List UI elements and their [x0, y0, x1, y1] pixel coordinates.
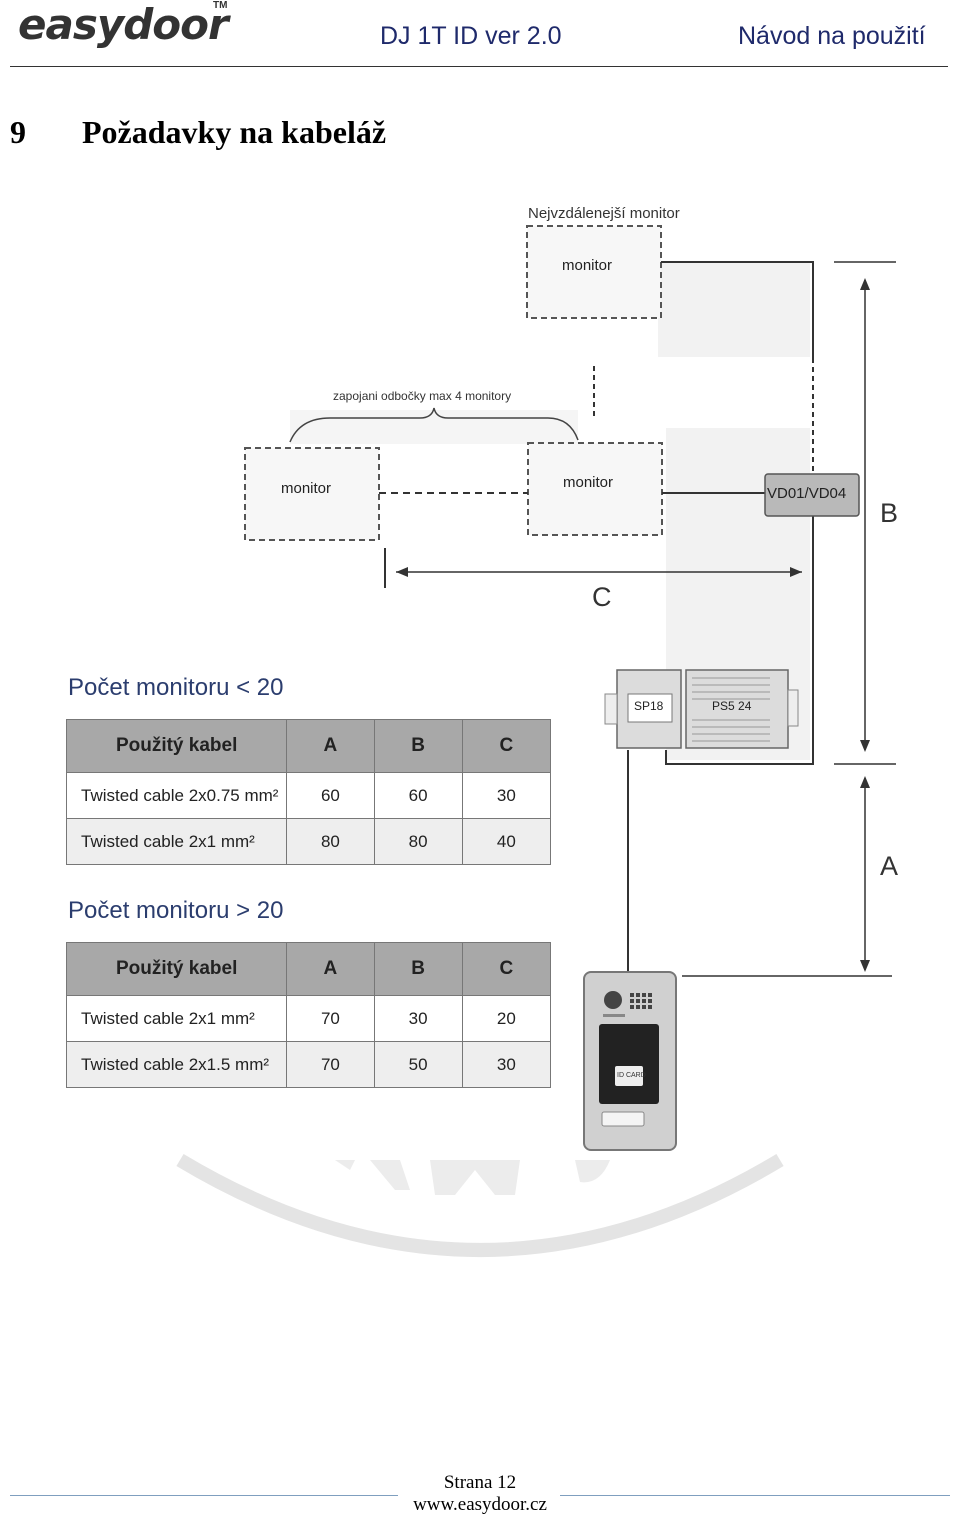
table-row: Twisted cable 2x0.75 mm² 60 60 30 [65, 772, 552, 819]
document-type: Návod na použití [738, 22, 926, 50]
door-panel-icon [583, 971, 677, 1151]
table-2-title: Počet monitoru > 20 [68, 897, 284, 924]
section-title: Požadavky na kabeláž [82, 114, 387, 150]
table-row: Twisted cable 2x1 mm² 80 80 40 [65, 818, 552, 865]
dimension-b-label: B [880, 498, 899, 528]
farthest-monitor-box [526, 225, 662, 319]
cell-b: 80 [373, 818, 463, 865]
cell-cable: Twisted cable 2x1 mm² [65, 818, 288, 865]
table-1-title: Počet monitoru < 20 [68, 674, 284, 701]
cable-table-under-20: Použitý kabel A B C Twisted cable 2x0.75… [65, 719, 552, 865]
watermark-arc [176, 1153, 784, 1257]
distributor-box [764, 473, 860, 517]
header-cable: Použitý kabel [65, 942, 288, 996]
cell-a: 80 [286, 818, 375, 865]
footer-line-left [10, 1495, 398, 1496]
cell-c: 30 [461, 772, 552, 819]
document-id: DJ 1T ID ver 2.0 [380, 22, 562, 50]
cell-a: 70 [286, 1041, 375, 1088]
cell-b: 60 [373, 772, 463, 819]
sp18-label: SP18 [634, 699, 664, 713]
cell-b: 50 [373, 1041, 463, 1088]
branch-monitor-box-right [527, 442, 663, 536]
header-a: A [286, 942, 375, 996]
cell-a: 60 [286, 772, 375, 819]
table-row: Twisted cable 2x1.5 mm² 70 50 30 [65, 1041, 552, 1088]
cell-b: 30 [373, 995, 463, 1042]
branch-monitor-left-text: monitor [281, 480, 332, 497]
branch-label: zapojani odbočky max 4 monitory [333, 389, 512, 403]
cell-cable: Twisted cable 2x1 mm² [65, 995, 288, 1042]
footer-line-right [560, 1495, 950, 1496]
cabling-diagram [176, 225, 896, 1257]
branch-monitor-right-text: monitor [563, 474, 614, 491]
ps524-label: PS5 24 [712, 699, 752, 713]
wire-distributor-power [665, 516, 814, 765]
website-link[interactable]: www.easydoor.cz [413, 1494, 547, 1515]
branch-label-bg [290, 410, 578, 444]
cell-c: 20 [461, 995, 552, 1042]
cell-c: 40 [461, 818, 552, 865]
header-a: A [286, 719, 375, 773]
watermark-letters [335, 1160, 610, 1195]
page-number: Strana 12 [443, 1472, 517, 1493]
farthest-monitor-label: Nejvzdálenejší monitor [528, 205, 680, 222]
section-heading: 9 Požadavky na kabeláž [10, 114, 386, 151]
cell-c: 30 [461, 1041, 552, 1088]
header-b: B [373, 942, 463, 996]
cable-table-over-20: Použitý kabel A B C Twisted cable 2x1 mm… [65, 942, 552, 1088]
branch-monitor-box-left [244, 447, 380, 541]
ps524-grille [692, 677, 770, 742]
header-c: C [461, 942, 552, 996]
table-row: Twisted cable 2x1 mm² 70 30 20 [65, 995, 552, 1042]
distributor-label: VD01/VD04 [767, 485, 847, 502]
header-c: C [461, 719, 552, 773]
dimension-a-label: A [880, 851, 899, 881]
branch-brace [289, 407, 579, 443]
header-divider [10, 66, 948, 67]
header-cable: Použitý kabel [65, 719, 288, 773]
cell-a: 70 [286, 995, 375, 1042]
dimension-c-label: C [592, 582, 612, 612]
section-number: 9 [10, 114, 26, 150]
farthest-monitor-text: monitor [562, 257, 613, 274]
trademark-mark: TM [213, 0, 228, 11]
cell-cable: Twisted cable 2x0.75 mm² [65, 772, 288, 819]
cell-cable: Twisted cable 2x1.5 mm² [65, 1041, 288, 1088]
header-b: B [373, 719, 463, 773]
ps524-unit [685, 669, 789, 749]
shaded-region-top [658, 262, 810, 357]
panel-card-label: ID CARD [617, 1072, 646, 1079]
wire-farthest-monitor [661, 261, 814, 358]
brand-logo: easydoor [18, 0, 229, 49]
